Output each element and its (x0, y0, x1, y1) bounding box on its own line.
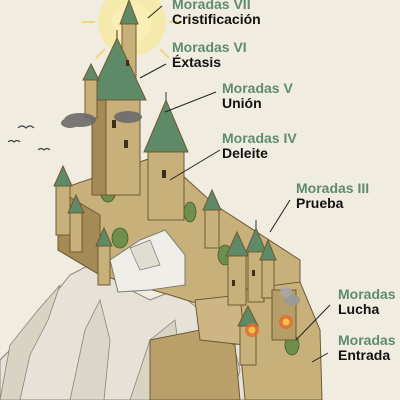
label-moradas-lucha: Moradas Lucha (338, 287, 396, 316)
label-subtitle: Unión (222, 96, 293, 111)
label-title: Moradas IV (222, 131, 297, 146)
label-title: Moradas III (296, 181, 369, 196)
label-moradas-iii: Moradas III Prueba (296, 181, 369, 210)
label-title: Moradas VII (172, 0, 261, 12)
label-subtitle: Lucha (338, 302, 396, 317)
label-title: Moradas V (222, 81, 293, 96)
label-moradas-vii: Moradas VII Cristificación (172, 0, 261, 26)
bird-icon (8, 126, 50, 150)
label-title: Moradas VI (172, 40, 247, 55)
label-subtitle: Éxtasis (172, 55, 247, 70)
label-moradas-v: Moradas V Unión (222, 81, 293, 110)
label-moradas-entrada: Moradas Entrada (338, 333, 396, 362)
label-title: Moradas (338, 333, 396, 348)
label-title: Moradas (338, 287, 396, 302)
label-subtitle: Deleite (222, 146, 297, 161)
label-moradas-vi: Moradas VI Éxtasis (172, 40, 247, 69)
label-subtitle: Entrada (338, 348, 396, 363)
label-subtitle: Cristificación (172, 12, 261, 27)
label-moradas-iv: Moradas IV Deleite (222, 131, 297, 160)
label-subtitle: Prueba (296, 196, 369, 211)
